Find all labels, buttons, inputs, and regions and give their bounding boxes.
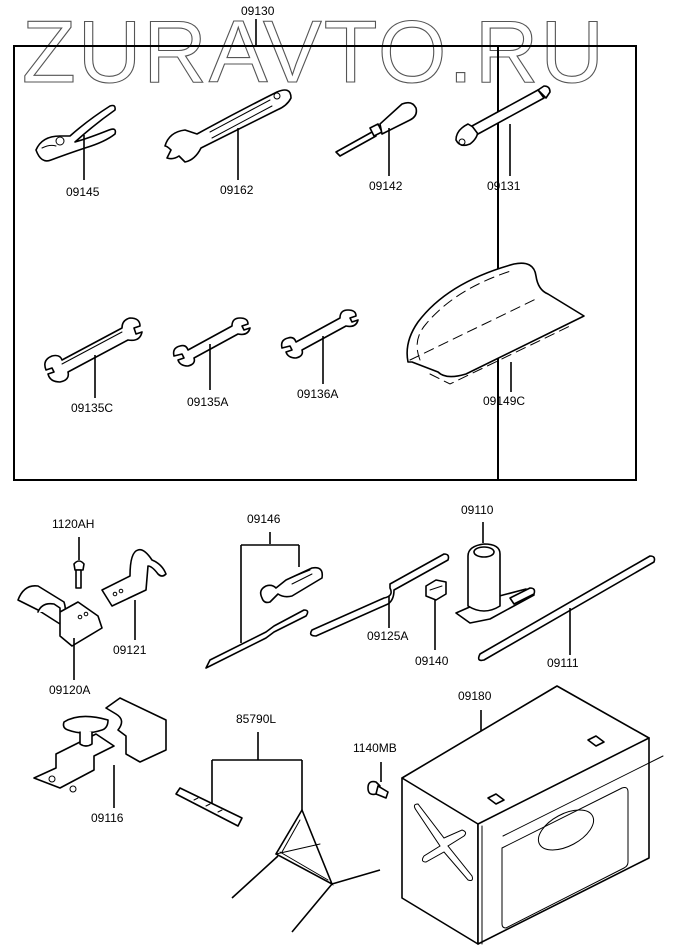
leader-85790l [211,732,303,810]
label-09116: 09116 [91,811,124,825]
label-09142: 09142 [369,179,403,193]
clamp-icon[interactable] [101,548,167,607]
warning-triangle-icon[interactable] [175,787,381,933]
label-09162: 09162 [220,183,254,197]
clip-icon[interactable] [425,579,447,601]
label-1140mb: 1140MB [353,741,397,755]
socket-wrench-icon[interactable] [455,85,551,147]
leader-09146 [240,532,300,643]
adjustable-wrench-icon[interactable] [164,89,292,163]
label-09135c: 09135C [71,401,113,415]
label-09111: 09111 [547,656,579,670]
tool-case-icon[interactable] [401,685,664,945]
label-09149c: 09149C [483,394,525,408]
label-09121: 09121 [113,643,147,657]
kit-frame-outline [13,45,637,481]
watermark: ZURAVTO.RU [22,2,606,101]
label-1120ah: 1120AH [52,517,94,531]
label-09180: 09180 [458,689,492,703]
bolt-icon[interactable] [73,560,85,589]
screwdriver-icon[interactable] [335,101,418,157]
label-09110: 09110 [461,503,494,517]
label-09130: 09130 [241,4,275,18]
label-09145: 09145 [66,185,100,199]
label-09146: 09146 [247,512,281,526]
spanner-small-icon[interactable] [280,309,359,359]
label-09136a: 09136A [297,387,338,401]
screw-icon[interactable] [367,780,389,799]
spanner-large-icon[interactable] [44,317,143,383]
label-09131: 09131 [487,179,521,193]
jack-handle-extension-icon[interactable] [309,553,450,637]
label-09135a: 09135A [187,395,228,409]
label-09120a: 09120A [49,683,90,697]
tool-bag-icon[interactable] [406,262,585,385]
pliers-icon[interactable] [35,104,117,162]
jack-bracket-icon[interactable] [17,584,103,647]
label-09125a: 09125A [367,629,408,643]
label-85790l: 85790L [236,712,276,726]
jack-holder-icon[interactable] [33,697,167,793]
jack-handle-icon[interactable] [477,555,656,662]
spanner-medium-icon[interactable] [172,317,251,367]
jack-icon[interactable] [455,543,536,624]
screwdriver-set-icon[interactable] [205,566,324,669]
label-09140: 09140 [415,654,449,668]
